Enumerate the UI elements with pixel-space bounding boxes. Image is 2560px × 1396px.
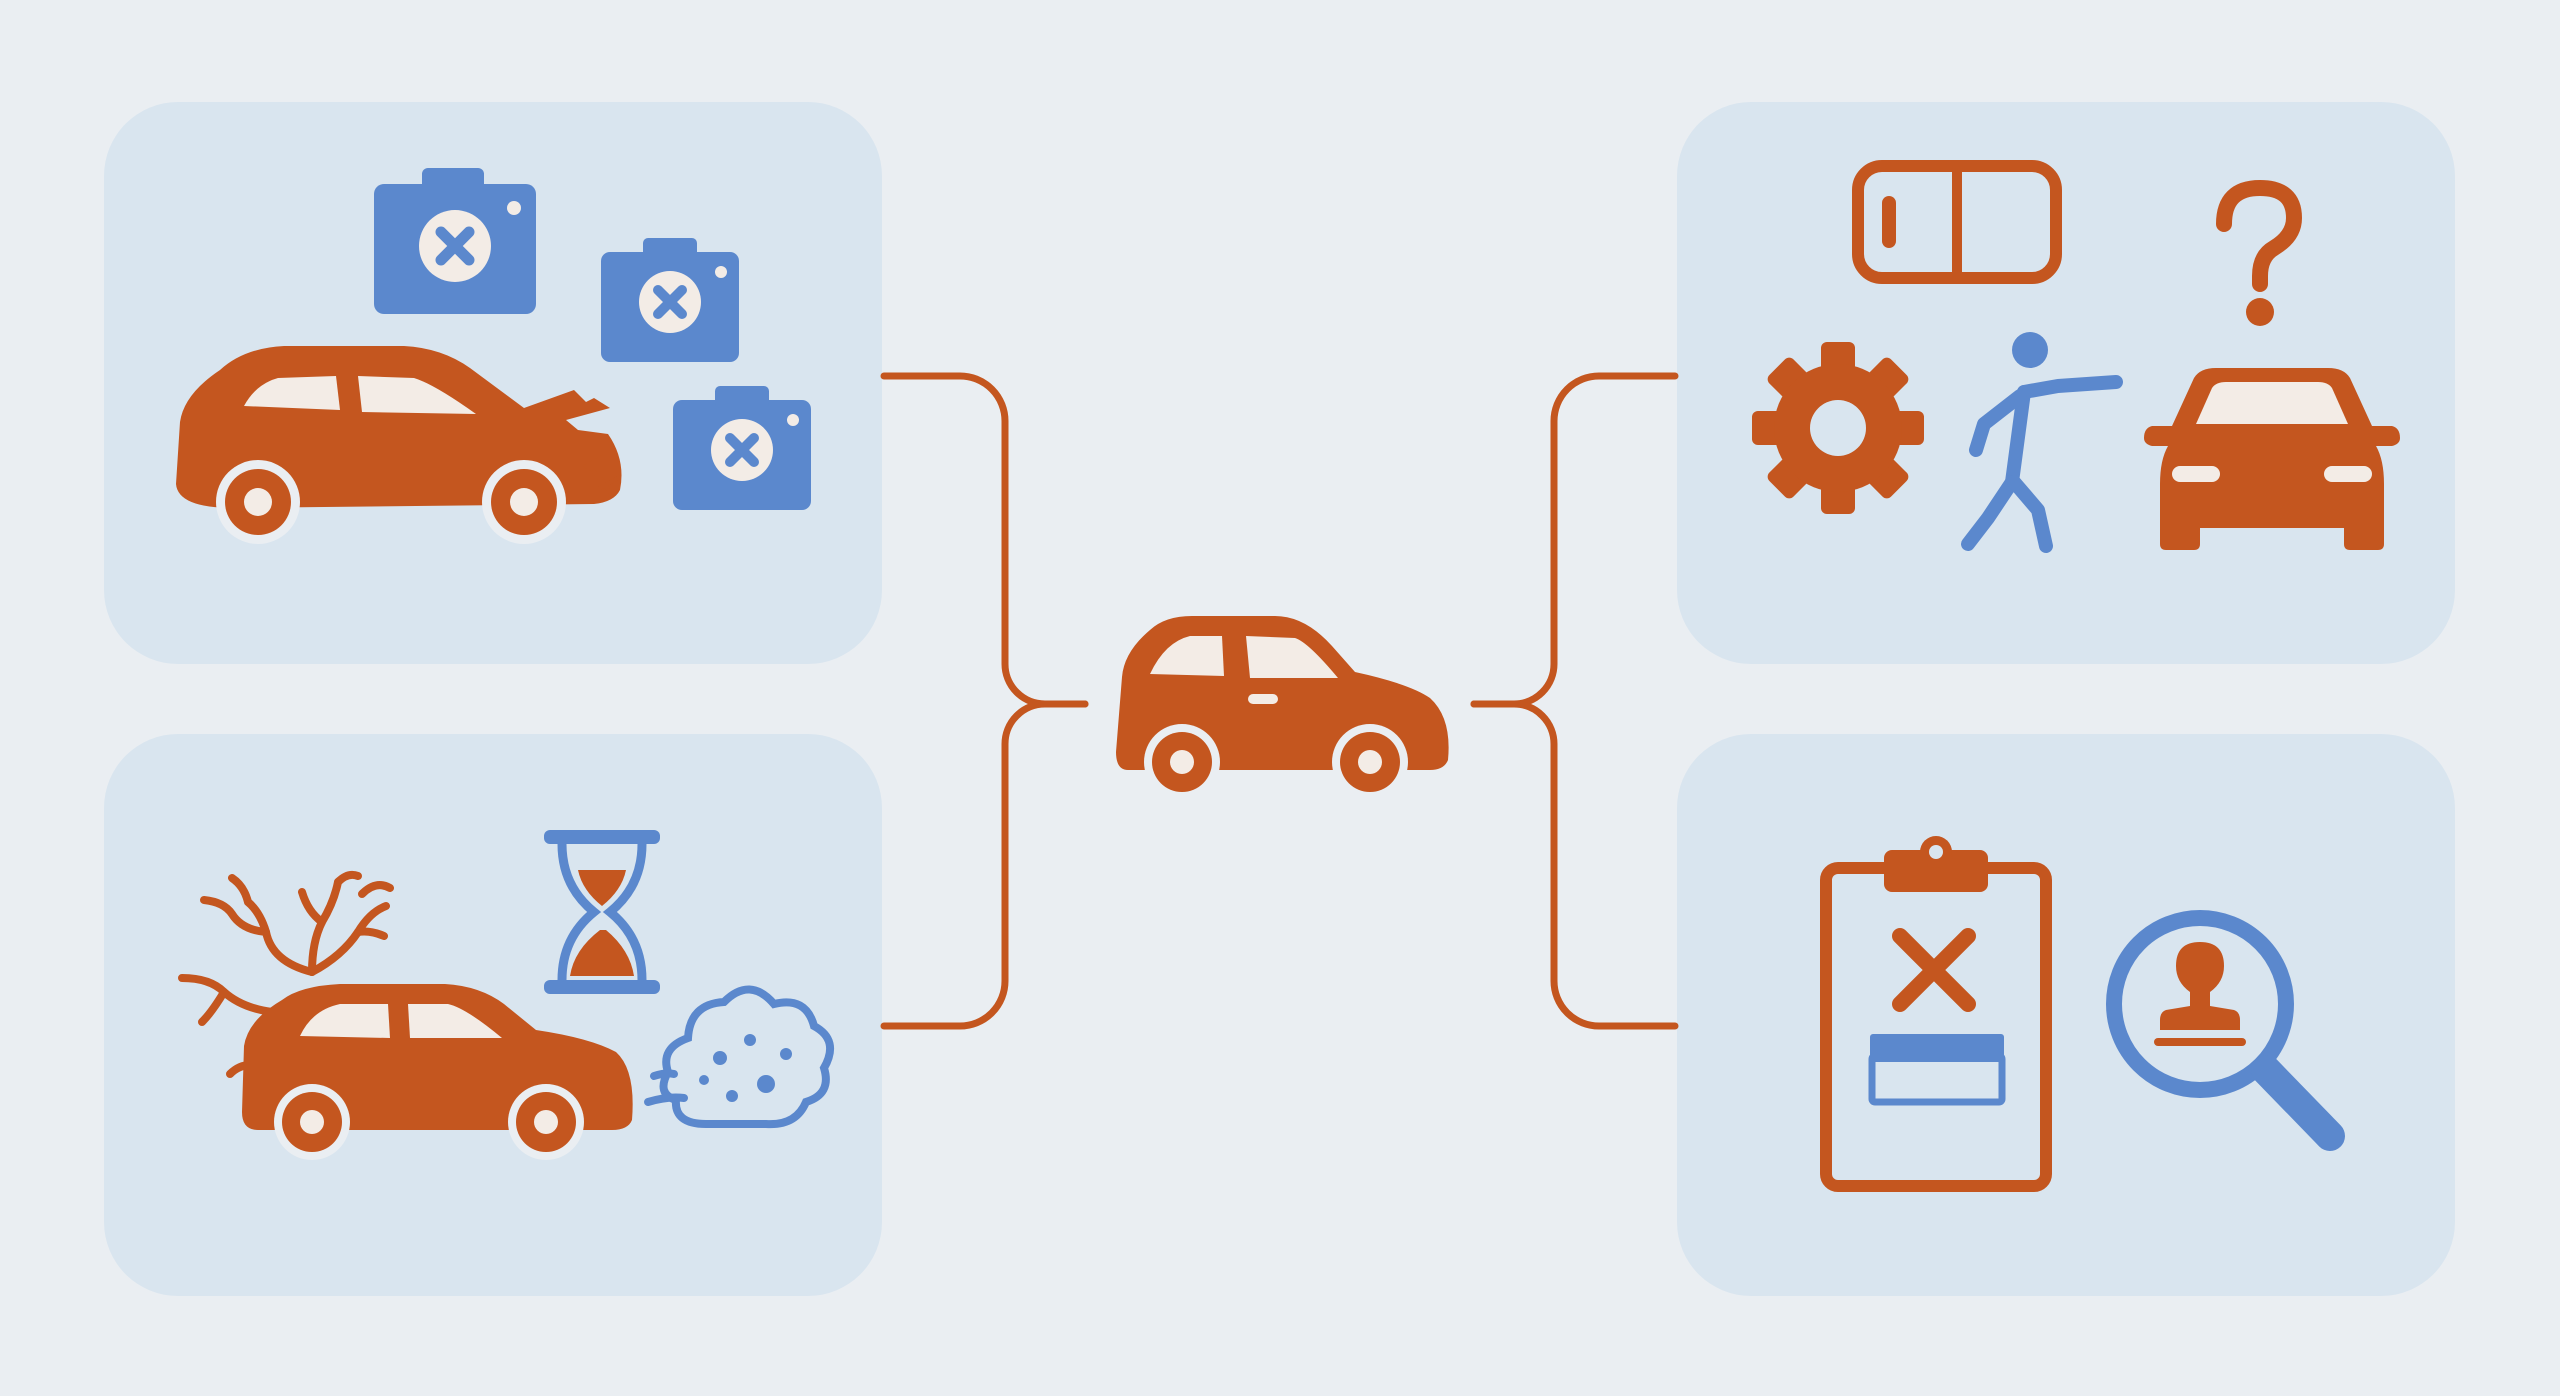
dashboard-panel-icon bbox=[1852, 160, 2062, 284]
exhaust-cloud-icon bbox=[644, 985, 835, 1129]
hourglass-icon bbox=[544, 830, 660, 994]
car-side-icon bbox=[1116, 616, 1449, 800]
connector-bottom-right bbox=[1470, 700, 1679, 1030]
camera-error-icon bbox=[601, 238, 739, 362]
rejected-clipboard-icon bbox=[1820, 836, 2052, 1192]
panel-bottom-right bbox=[1677, 734, 2455, 1296]
damaged-car-icon bbox=[176, 346, 622, 544]
connector-bottom-left bbox=[880, 700, 1089, 1030]
connector-top-right bbox=[1470, 372, 1679, 708]
gear-icon bbox=[1752, 342, 1924, 514]
car-side-icon bbox=[242, 984, 633, 1160]
camera-error-icon bbox=[673, 386, 811, 510]
car-front-icon bbox=[2144, 368, 2400, 550]
pointing-person-icon bbox=[1961, 332, 2123, 553]
stamp-magnifier-icon bbox=[2106, 910, 2345, 1151]
connector-lines bbox=[880, 372, 1679, 1030]
question-mark-icon bbox=[2216, 179, 2303, 326]
connector-top-left bbox=[880, 372, 1089, 708]
camera-error-icon bbox=[374, 168, 536, 314]
